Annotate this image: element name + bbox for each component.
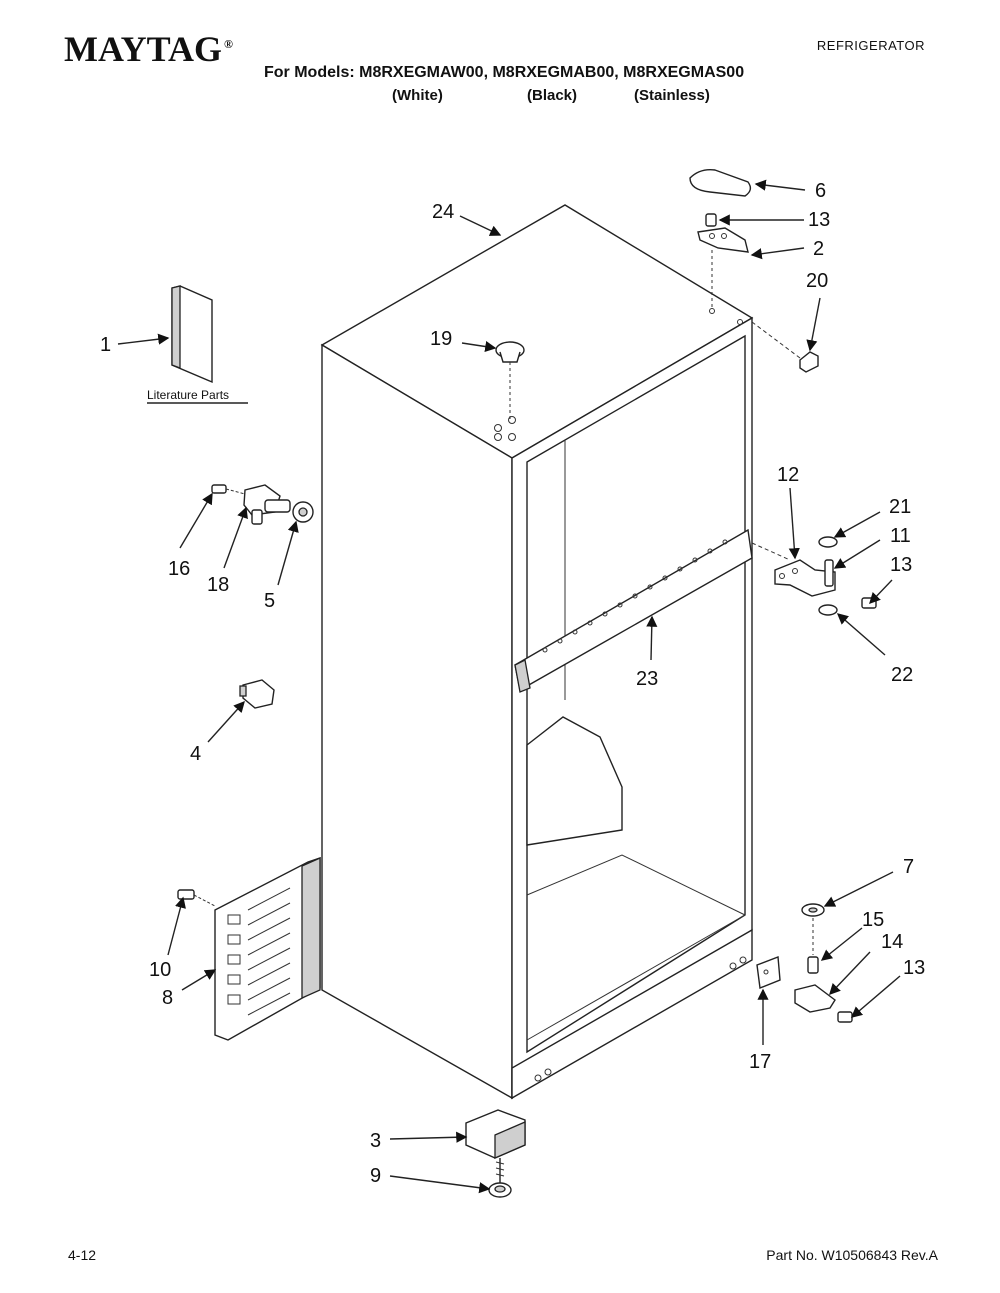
callout-2: 2 bbox=[813, 238, 824, 260]
models-line: For Models: M8RXEGMAW00, M8RXEGMAB00, M8… bbox=[264, 64, 745, 81]
literature-parts bbox=[171, 285, 213, 384]
callout-11: 11 bbox=[890, 525, 911, 547]
callout-numbers: 1 2 3 4 5 6 7 8 9 10 11 12 13 13 13 14 1… bbox=[100, 180, 925, 1187]
callout-22: 22 bbox=[891, 664, 913, 686]
callout-21: 21 bbox=[889, 496, 911, 518]
screw bbox=[705, 213, 717, 227]
hinge-cover bbox=[689, 168, 752, 197]
callout-13-top: 13 bbox=[808, 209, 830, 231]
upper-hinge bbox=[697, 227, 749, 310]
product-category: REFRIGERATOR bbox=[816, 38, 925, 53]
access-panel bbox=[214, 856, 321, 1041]
callout-6: 6 bbox=[815, 180, 826, 202]
bottom-hinge-assembly bbox=[756, 903, 853, 1023]
callout-12: 12 bbox=[777, 464, 799, 486]
callout-13-middle: 13 bbox=[890, 554, 912, 576]
callout-8: 8 bbox=[162, 987, 173, 1009]
leader-lines bbox=[117, 179, 901, 1194]
callout-23: 23 bbox=[636, 668, 658, 690]
callout-5: 5 bbox=[264, 590, 275, 612]
callout-3: 3 bbox=[370, 1130, 381, 1152]
panel-screw bbox=[177, 889, 216, 907]
registered-mark: ® bbox=[224, 37, 233, 51]
literature-parts-label: Literature Parts bbox=[147, 388, 229, 402]
divider-rail bbox=[514, 528, 753, 693]
callout-1: 1 bbox=[100, 334, 111, 356]
brand-name: MAYTAG bbox=[64, 29, 223, 69]
variant-white: (White) bbox=[392, 87, 443, 104]
leveling-leg bbox=[465, 1109, 526, 1198]
callout-9: 9 bbox=[370, 1165, 381, 1187]
bracket bbox=[239, 679, 275, 709]
top-plug bbox=[495, 341, 525, 420]
callout-4: 4 bbox=[190, 743, 201, 765]
callout-15: 15 bbox=[862, 909, 884, 931]
hinge-plug bbox=[751, 321, 819, 373]
callout-16: 16 bbox=[168, 558, 190, 580]
callout-18: 18 bbox=[207, 574, 229, 596]
callout-20: 20 bbox=[806, 270, 828, 292]
brand-logo: MAYTAG® bbox=[64, 28, 233, 70]
callout-19: 19 bbox=[430, 328, 452, 350]
callout-24: 24 bbox=[432, 201, 454, 223]
part-number: Part No. W10506843 Rev.A bbox=[766, 1247, 938, 1263]
cabinet bbox=[320, 204, 754, 1100]
callout-7: 7 bbox=[903, 856, 914, 878]
callout-10: 10 bbox=[149, 959, 171, 981]
callout-13-bottom: 13 bbox=[903, 957, 925, 979]
center-hinge-assembly bbox=[751, 536, 877, 616]
page-number: 4-12 bbox=[68, 1247, 97, 1263]
variant-black: (Black) bbox=[527, 87, 578, 104]
callout-14: 14 bbox=[881, 931, 903, 953]
door-stop-assembly bbox=[211, 484, 314, 525]
variant-stainless: (Stainless) bbox=[634, 87, 710, 104]
callout-17: 17 bbox=[749, 1051, 771, 1073]
